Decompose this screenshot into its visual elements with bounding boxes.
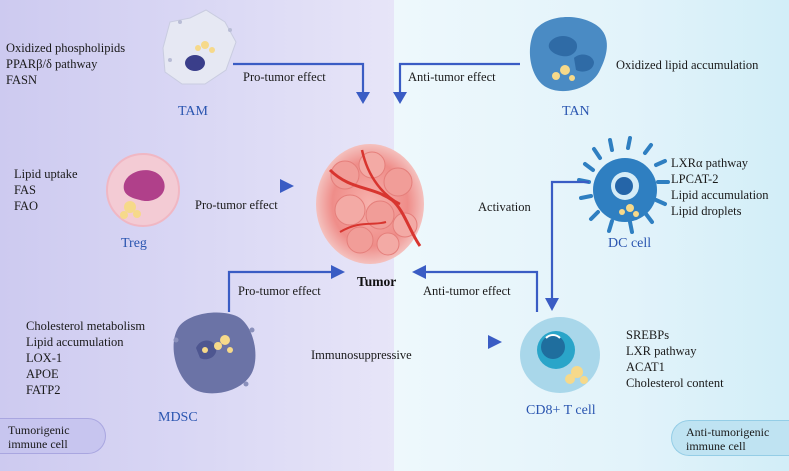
cd8-tumor-effect-label: Anti-tumor effect <box>423 284 511 298</box>
tam-cell-icon <box>162 9 237 85</box>
tan-trait: Oxidized lipid accumulation <box>616 58 759 72</box>
arrow-mdsc-cd8 <box>262 335 502 349</box>
tan-label: TAN <box>562 104 590 119</box>
dc-cell-icon <box>577 136 670 234</box>
cd8-trait: LXR pathway <box>626 344 697 358</box>
mdsc-tumor-effect-label: Pro-tumor effect <box>238 284 321 298</box>
dc-trait: Lipid accumulation <box>671 188 769 202</box>
tumor-label: Tumor <box>357 274 397 289</box>
mdsc-trait: Lipid accumulation <box>26 335 124 349</box>
dc-trait: Lipid droplets <box>671 204 742 218</box>
treg-trait: FAS <box>14 183 37 197</box>
treg-tumor-effect-label: Pro-tumor effect <box>195 198 278 212</box>
legend-tumorigenic: Tumorigenic immune cell <box>0 418 106 454</box>
mdsc-trait: FATP2 <box>26 383 61 397</box>
cd8-trait: Cholesterol content <box>626 376 724 390</box>
tan-cell-icon <box>529 17 607 92</box>
dc-trait: LXRα pathway <box>671 156 749 170</box>
legend-tumorigenic-line: immune cell <box>8 437 68 451</box>
arrow-cd8-tumor <box>412 265 539 312</box>
mdsc-traits: Cholesterol metabolism Lipid accumulatio… <box>26 318 145 398</box>
arrow-tan-tumor <box>393 62 520 104</box>
cd8-traits: SREBPs LXR pathway ACAT1 Cholesterol con… <box>626 327 724 391</box>
dc-traits: LXRα pathway LPCAT-2 Lipid accumulation … <box>671 155 769 219</box>
dc-cd8-activation-label: Activation <box>478 200 531 214</box>
mdsc-cell-icon <box>173 312 256 394</box>
treg-trait: FAO <box>14 199 39 213</box>
legend-anti-tumorigenic-line: Anti-tumorigenic <box>686 425 770 439</box>
legend-anti-tumorigenic-line: immune cell <box>686 439 746 453</box>
cd8-label: CD8+ T cell <box>526 403 596 418</box>
arrow-treg-tumor <box>192 179 294 193</box>
treg-label: Treg <box>121 236 147 251</box>
arrow-dc-cd8 <box>545 180 589 311</box>
treg-cell-icon <box>106 153 180 227</box>
cd8-trait: SREBPs <box>626 328 670 342</box>
tam-tumor-effect-label: Pro-tumor effect <box>243 70 326 84</box>
dc-trait: LPCAT-2 <box>671 172 719 186</box>
tam-trait: PPARβ/δ pathway <box>6 57 98 71</box>
treg-trait: Lipid uptake <box>14 167 78 181</box>
cd8-trait: ACAT1 <box>626 360 665 374</box>
tan-traits: Oxidized lipid accumulation <box>616 57 758 73</box>
mdsc-trait: Cholesterol metabolism <box>26 319 146 333</box>
mdsc-label: MDSC <box>158 410 198 425</box>
mdsc-cd8-immunosuppressive-label: Immunosuppressive <box>311 348 412 362</box>
tam-traits: Oxidized phospholipids PPARβ/δ pathway F… <box>6 40 125 88</box>
legend-anti-tumorigenic: Anti-tumorigenic immune cell <box>671 420 789 456</box>
dc-label: DC cell <box>608 236 652 251</box>
legend-tumorigenic-line: Tumorigenic <box>8 423 70 437</box>
tan-tumor-effect-label: Anti-tumor effect <box>408 70 496 84</box>
tam-label: TAM <box>178 104 208 119</box>
treg-traits: Lipid uptake FAS FAO <box>14 166 78 214</box>
arrow-tam-tumor <box>233 62 370 104</box>
arrow-mdsc-tumor <box>227 265 345 312</box>
mdsc-trait: APOE <box>26 367 59 381</box>
mdsc-trait: LOX-1 <box>26 351 63 365</box>
cd8-t-cell-icon <box>520 317 600 393</box>
tumor-mass-icon <box>316 144 424 264</box>
tam-trait: Oxidized phospholipids <box>6 41 126 55</box>
tam-trait: FASN <box>6 73 38 87</box>
